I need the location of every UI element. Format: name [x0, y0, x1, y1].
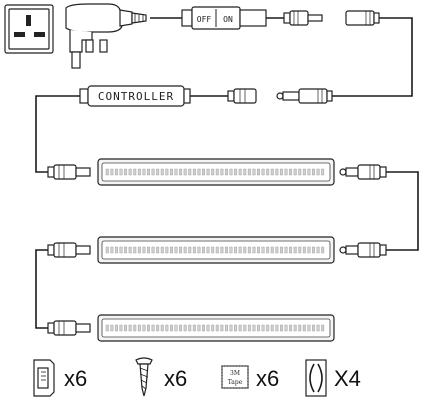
led-bar-2: [97, 236, 335, 264]
switch-off-label: OFF: [197, 15, 212, 24]
dc-connector-pair-middle: [227, 88, 333, 104]
tape-label-top: 3M: [230, 370, 240, 377]
led-bar-1: [97, 158, 335, 186]
connector-clip-qty: X4: [334, 366, 361, 391]
screw-qty: x6: [164, 366, 187, 391]
bar-1-left-connector: [47, 164, 91, 180]
controller-label: CONTROLLER: [98, 90, 174, 103]
wall-socket: [4, 4, 54, 54]
led-strip: [105, 246, 325, 254]
tape-label-bottom: Tape: [228, 379, 243, 386]
led-bar-3: [97, 314, 335, 342]
bar-2-right-connector: [339, 242, 387, 258]
bar-3-left-connector: [47, 320, 91, 336]
dc-connector-pair-top: [283, 10, 380, 26]
switch-on-label: ON: [223, 15, 233, 24]
connector-clip-icon: [305, 359, 327, 397]
led-strip: [105, 168, 325, 176]
controller-unit: CONTROLLER: [79, 85, 191, 107]
wiring: [35, 17, 419, 329]
mounting-clip-qty: x6: [64, 366, 87, 391]
mounting-clip-icon: [33, 359, 55, 397]
inline-switch: OFF ON: [181, 6, 267, 30]
tape-qty: x6: [256, 366, 279, 391]
led-bars-group: [47, 158, 387, 342]
screw-icon: [135, 357, 153, 397]
tape-icon: 3M Tape: [221, 365, 249, 389]
bar-1-right-connector: [339, 164, 387, 180]
bar-2-left-connector: [47, 242, 91, 258]
led-strip: [105, 324, 325, 332]
accessories-row: x6 x6 3M Tape x6 X4: [33, 357, 361, 397]
power-adapter-plug: [65, 3, 147, 69]
